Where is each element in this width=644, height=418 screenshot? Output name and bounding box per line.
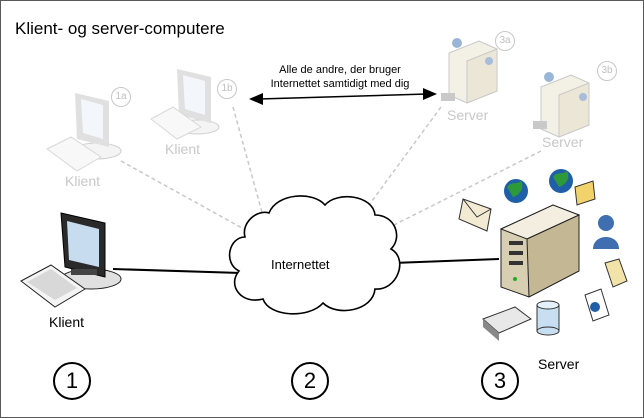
faded-server-3a-icon (441, 38, 498, 104)
web-document-icon (584, 288, 610, 322)
client-label: Klient (49, 314, 85, 330)
person-icon (593, 215, 619, 249)
faded-client-1b-icon (150, 69, 220, 140)
client-computer-icon (20, 212, 122, 308)
scanner-icon (482, 306, 532, 341)
server-label: Server (538, 356, 580, 372)
globe-folder-icon (549, 169, 596, 206)
badge-1b: 1b (217, 79, 237, 99)
faded-server-3b-icon (533, 72, 590, 138)
faded-server-3b-label: Server (542, 134, 584, 150)
note-line-2: Internettet samtidigt med dig (270, 78, 410, 90)
faded-client-1b-label: Klient (165, 141, 201, 157)
step-number-3: 3 (481, 362, 519, 400)
faded-client-1a-icon (46, 93, 122, 172)
internet-cloud-label: Internettet (271, 257, 330, 272)
badge-3b: 3b (597, 61, 617, 81)
database-icon (536, 300, 560, 336)
server-tower-icon (499, 204, 581, 298)
connection-lines (112, 106, 542, 274)
step-number-2: 2 (291, 362, 329, 400)
faded-server-3a-label: Server (447, 107, 489, 123)
envelope-icon (458, 198, 492, 232)
globe-icon (504, 179, 528, 203)
diagram-title: Klient- og server-computere (15, 19, 225, 38)
badge-3a: 3a (495, 31, 515, 51)
double-arrow (249, 88, 437, 105)
document-icon (604, 258, 628, 288)
step-number-1: 1 (53, 362, 91, 400)
badge-1a: 1a (111, 87, 131, 107)
note-line-1: Alle de andre, der bruger (279, 64, 401, 76)
faded-client-1a-label: Klient (65, 173, 101, 189)
other-users-note: Alle de andre, der bruger Internettet sa… (247, 63, 433, 91)
internet-cloud-icon (228, 195, 401, 315)
